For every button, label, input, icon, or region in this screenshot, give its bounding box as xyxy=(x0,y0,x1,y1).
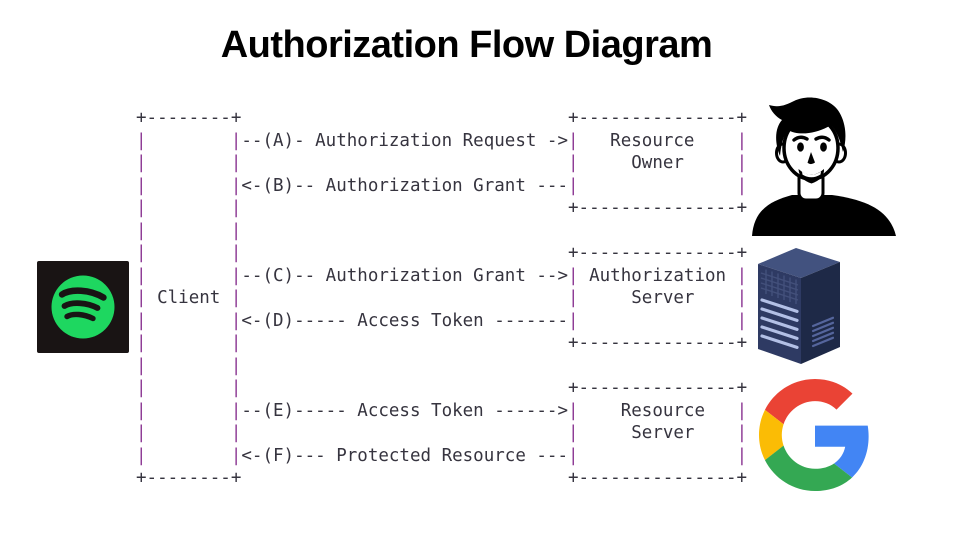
server-slats xyxy=(760,298,799,349)
person-avatar-graphic xyxy=(752,97,896,236)
google-g-graphic xyxy=(759,379,869,491)
person-avatar-icon xyxy=(748,94,906,236)
server-side-vents xyxy=(811,316,835,348)
spotify-soundwaves xyxy=(58,287,107,322)
server-tower-graphic xyxy=(758,248,840,364)
server-tower-icon xyxy=(756,248,846,366)
spotify-logo-icon xyxy=(37,261,129,353)
page-title: Authorization Flow Diagram xyxy=(220,24,713,66)
google-g-logo-icon xyxy=(759,379,871,491)
oauth-ascii-flow-diagram: +--------+ +---------------+ | |--(A)- A… xyxy=(136,108,748,488)
server-mesh-vents xyxy=(760,269,799,304)
spotify-logo-graphic xyxy=(37,261,129,353)
